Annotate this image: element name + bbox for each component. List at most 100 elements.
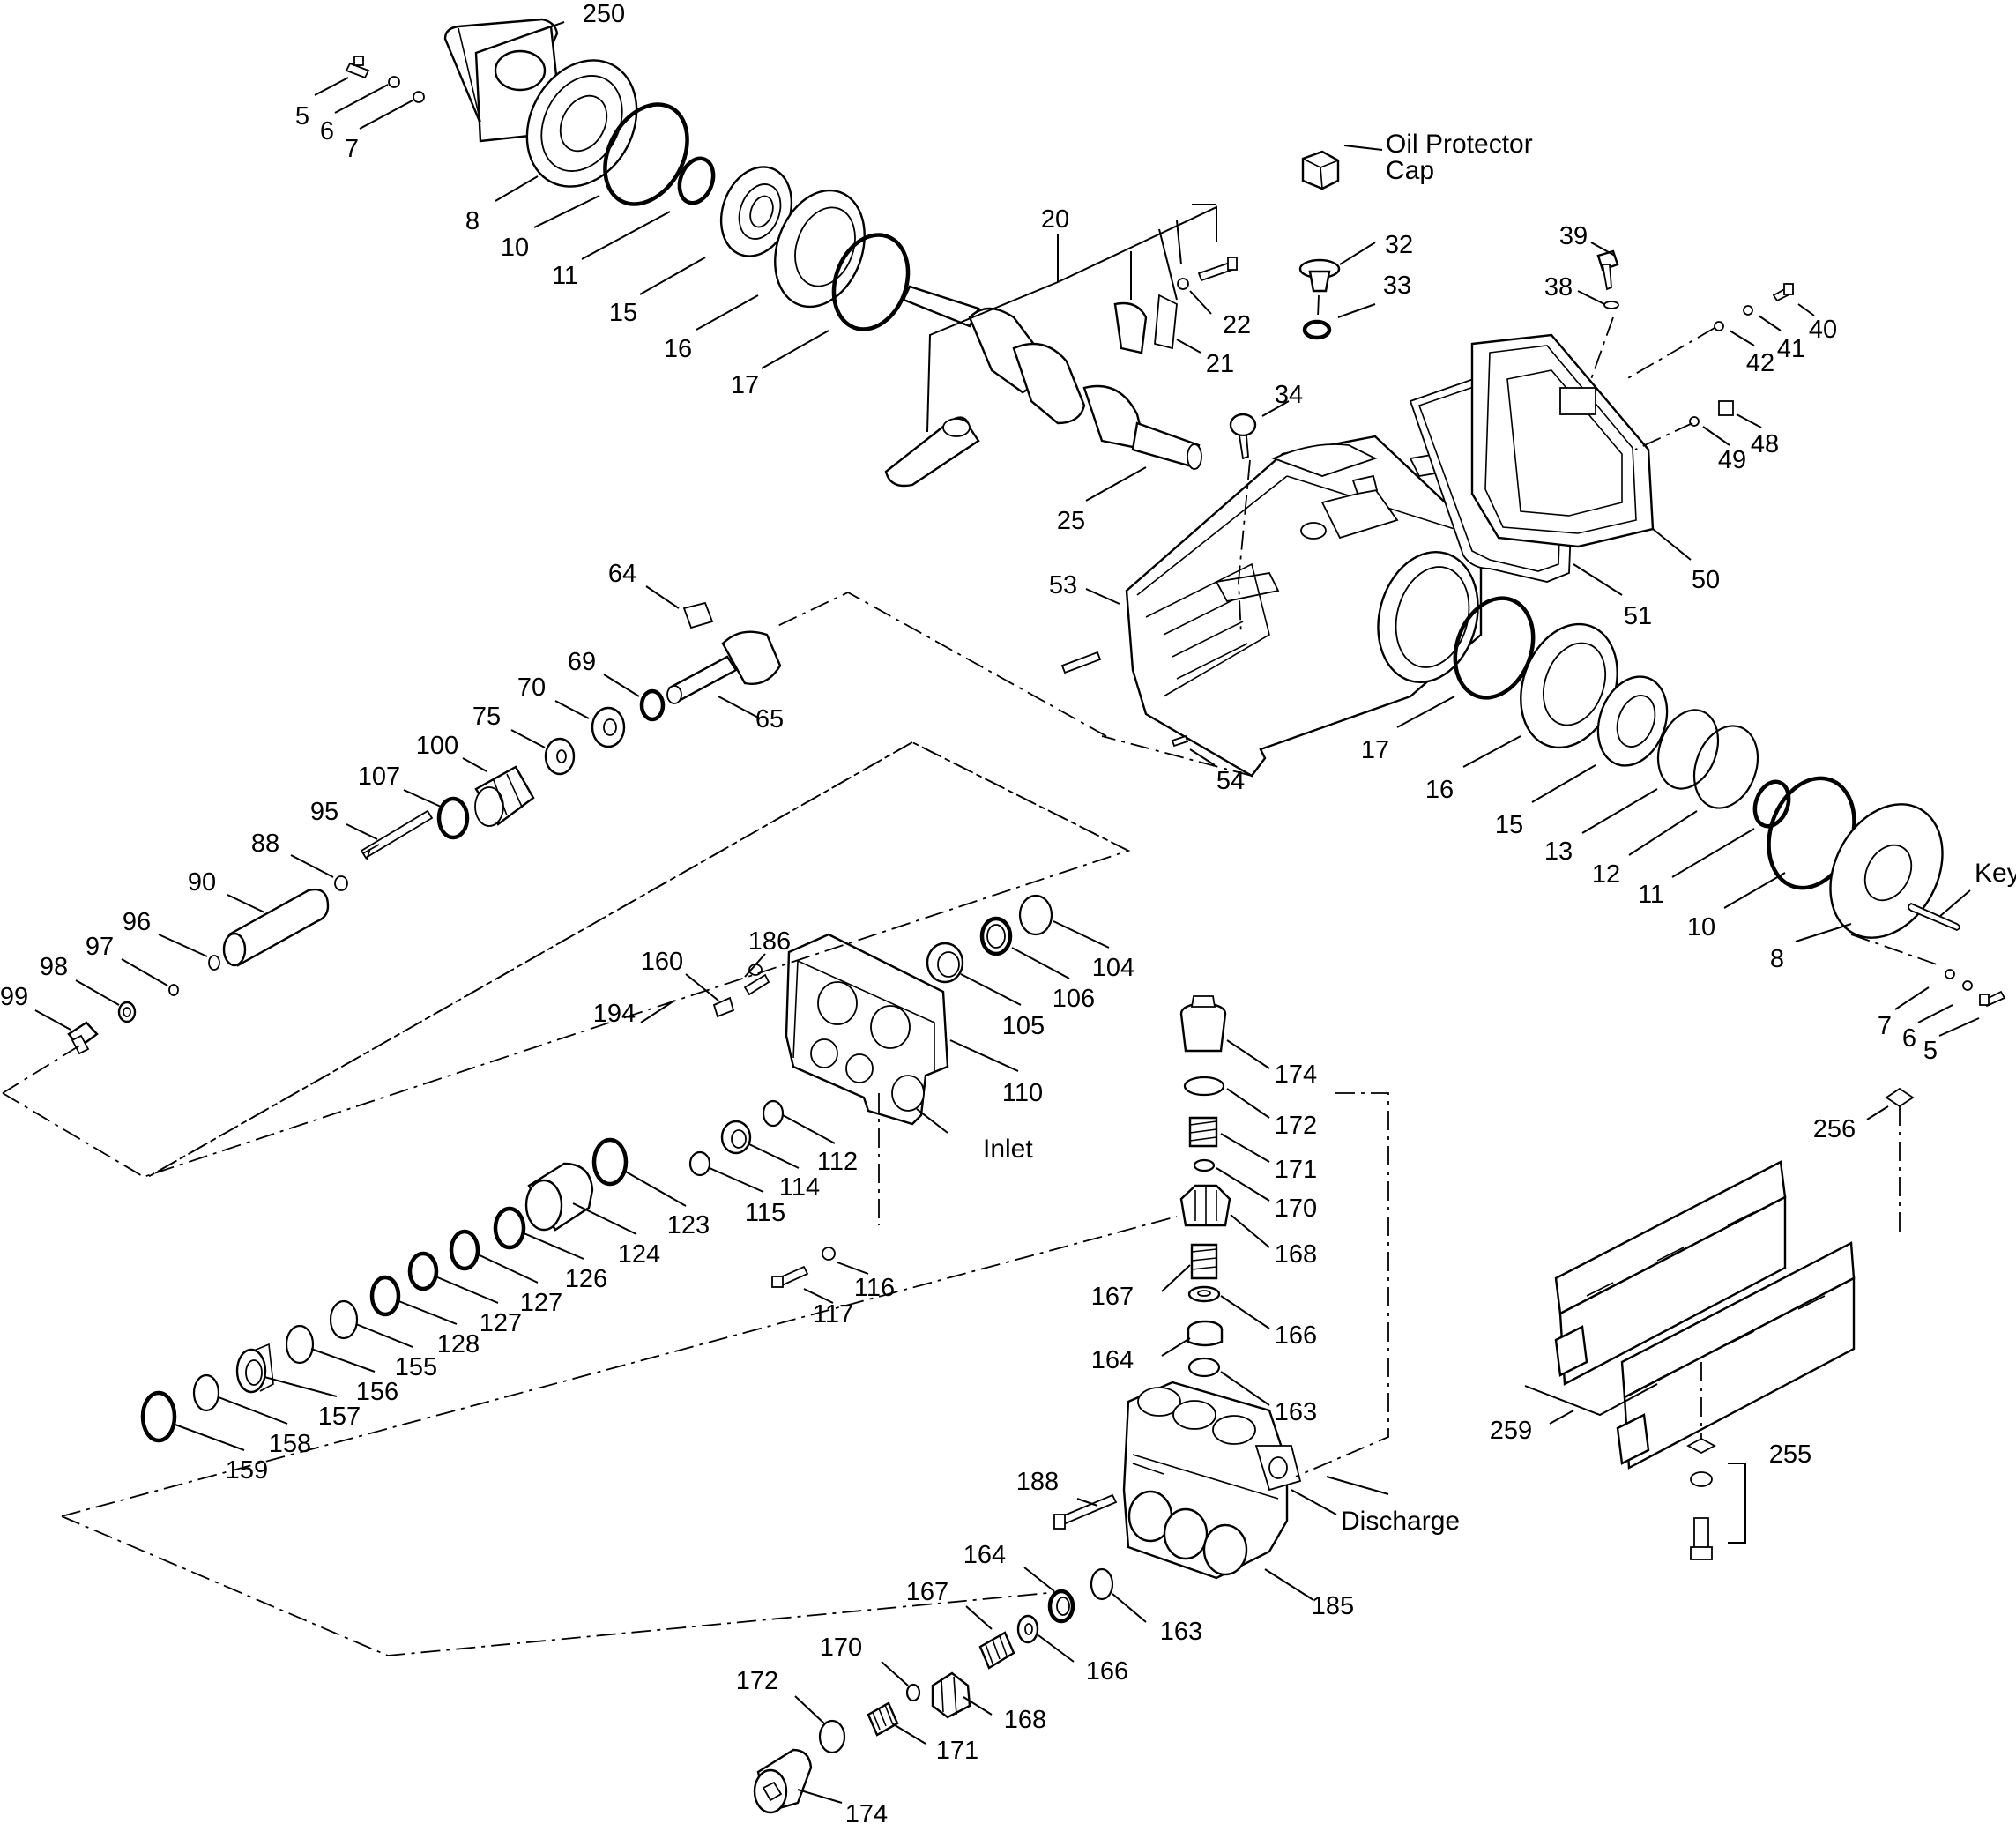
callout-49: 49 — [1718, 446, 1746, 474]
callout-51: 51 — [1624, 602, 1652, 630]
parts-artwork — [67, 18, 2006, 1814]
callout-64: 64 — [608, 560, 636, 588]
part-50-cover-plate — [1470, 333, 1655, 548]
part-11-seal — [677, 156, 716, 205]
part-75-washer — [544, 737, 576, 776]
part-96-washer — [208, 955, 220, 971]
callout-38: 38 — [1544, 273, 1573, 301]
part-170-ring-lower — [905, 1683, 921, 1702]
callout-127: 127 — [520, 1289, 562, 1317]
callout-15: 15 — [1495, 811, 1523, 839]
part-105-retainer — [926, 942, 964, 984]
part-171-spring-lower — [867, 1701, 899, 1737]
callout-194: 194 — [593, 1000, 636, 1028]
part-127-ring-b — [407, 1251, 439, 1291]
part-156-ring — [285, 1324, 315, 1365]
callout-110: 110 — [1002, 1079, 1043, 1107]
callout-155: 155 — [395, 1353, 437, 1381]
part-22-21-bolts — [1177, 257, 1238, 290]
callout-170: 170 — [820, 1634, 862, 1662]
callout-inlet: Inlet — [983, 1135, 1033, 1164]
callout-88: 88 — [251, 830, 279, 858]
callout-107: 107 — [358, 763, 400, 791]
part-16-flange-right — [1520, 622, 1618, 749]
assembly-centerlines — [2, 294, 1940, 1656]
part-25-crankshaft — [902, 285, 1202, 470]
callout-104: 104 — [1092, 954, 1134, 982]
callout-6: 6 — [320, 117, 334, 145]
part-8-flange — [525, 59, 638, 188]
callout-20: 20 — [1041, 205, 1069, 234]
callout-188: 188 — [1016, 1468, 1059, 1496]
part-40-41-42 — [1714, 283, 1795, 331]
part-167-spring-lower — [978, 1631, 1015, 1670]
part-key — [1908, 902, 1960, 931]
callout-48: 48 — [1751, 430, 1779, 458]
part-114-seat — [720, 1120, 752, 1155]
leader-lines — [34, 21, 1980, 1804]
callout-10: 10 — [1687, 913, 1715, 942]
part-88-nut — [334, 875, 348, 891]
callout-65: 65 — [755, 705, 784, 733]
part-32-plug — [1298, 258, 1341, 293]
part-100-retainer — [474, 765, 535, 827]
callout-17: 17 — [1361, 736, 1389, 764]
callout-line: Key — [1975, 859, 2016, 888]
callout-167: 167 — [1091, 1283, 1134, 1311]
callout-99: 99 — [0, 983, 28, 1011]
callout-15: 15 — [609, 299, 637, 327]
callout-7: 7 — [345, 135, 359, 163]
callout-96: 96 — [123, 908, 151, 936]
callout-7: 7 — [1878, 1012, 1892, 1040]
callout-185: 185 — [1312, 1592, 1354, 1620]
callout-39: 39 — [1559, 222, 1588, 250]
callout-157: 157 — [318, 1403, 361, 1431]
callout-124: 124 — [618, 1240, 660, 1269]
callout-126: 126 — [565, 1265, 607, 1293]
part-95-stud — [360, 809, 434, 860]
callout-line: Inlet — [983, 1135, 1033, 1164]
callout-8: 8 — [1770, 945, 1784, 973]
part-69-ring — [639, 688, 666, 722]
callout-160: 160 — [641, 948, 683, 976]
callout-32: 32 — [1385, 231, 1413, 259]
callout-42: 42 — [1746, 349, 1774, 377]
callout-key: Key — [1975, 859, 2016, 888]
callout-168: 168 — [1275, 1240, 1317, 1269]
callout-167: 167 — [906, 1578, 948, 1606]
part-170-ring-upper — [1193, 1158, 1216, 1172]
callout-line: Discharge — [1341, 1507, 1460, 1536]
callout-163: 163 — [1160, 1618, 1202, 1646]
callout-21: 21 — [1206, 350, 1234, 378]
part-17-oring — [831, 233, 911, 331]
callout-158: 158 — [269, 1430, 311, 1458]
part-54-pin — [1171, 734, 1189, 748]
part-10-oring — [603, 102, 689, 206]
callout-95: 95 — [310, 798, 338, 826]
part-259-base-rails — [1554, 1160, 1856, 1470]
part-48-49 — [1689, 400, 1734, 427]
callout-166: 166 — [1275, 1321, 1317, 1350]
callout-25: 25 — [1057, 507, 1085, 535]
part-166-valve-lower — [1016, 1614, 1039, 1644]
part-172-ring-lower — [818, 1719, 846, 1754]
callout-16: 16 — [664, 335, 692, 363]
callout-54: 54 — [1216, 767, 1245, 795]
part-65-plunger-rod — [666, 630, 782, 704]
callout-250: 250 — [583, 0, 625, 28]
part-64-pin — [682, 601, 714, 629]
callout-159: 159 — [226, 1456, 268, 1485]
callout-112: 112 — [817, 1148, 858, 1176]
callout-164: 164 — [1091, 1346, 1134, 1374]
part-oil-protector-cap — [1301, 150, 1340, 190]
part-117-116-bolt — [771, 1247, 836, 1288]
part-34-eyebolt — [1229, 413, 1257, 460]
callout-98: 98 — [40, 953, 68, 981]
part-12-ring — [1692, 725, 1759, 809]
part-174-plug-upper — [1179, 995, 1227, 1053]
part-90-plunger — [222, 888, 330, 967]
